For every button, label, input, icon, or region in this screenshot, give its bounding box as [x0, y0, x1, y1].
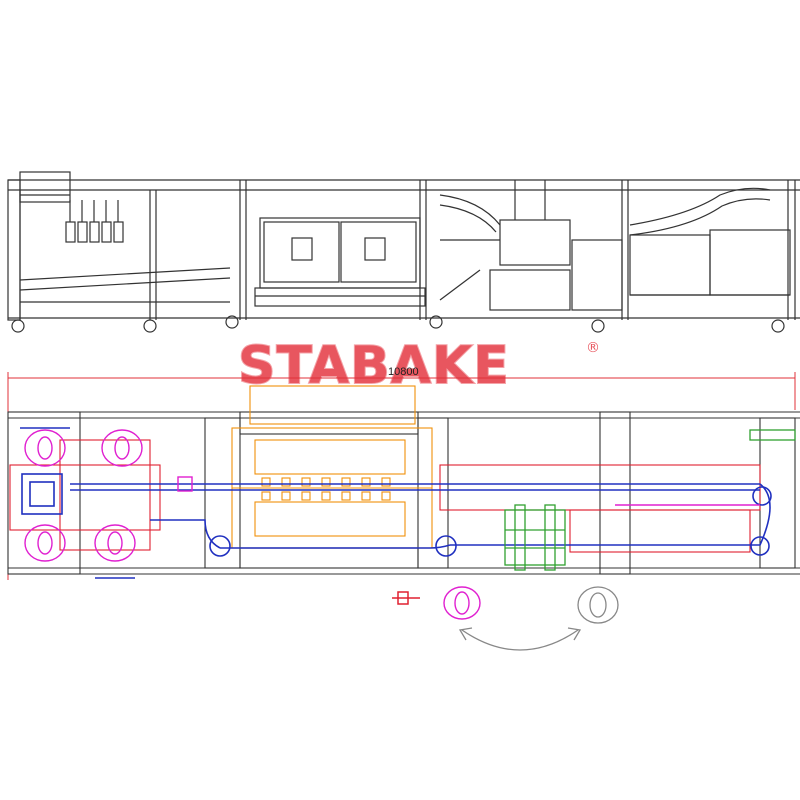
conveyor-chain-path: [20, 427, 772, 579]
brand-name: STABAKE: [238, 336, 510, 396]
transfer-gripper: [392, 591, 420, 605]
operator-figure-icon: [24, 429, 66, 467]
oven-chamber-plan: [231, 385, 433, 549]
cooler-box: [499, 219, 571, 266]
overall-length-label: 10800: [388, 366, 419, 378]
operator-figure-icon: [24, 524, 66, 562]
cooler-transfer-unit: [504, 429, 796, 571]
oven-control-box-2: [364, 237, 386, 261]
brand-watermark: STABAKE ®: [237, 335, 600, 397]
oven-housing: [259, 217, 421, 289]
elevation-view: [7, 171, 800, 333]
operator-figure-icon: [101, 429, 143, 467]
support-wheels: [11, 315, 785, 333]
left-infeed-outline: [9, 464, 161, 531]
oven-burners: [261, 477, 391, 501]
registered-trademark-icon: ®: [586, 340, 600, 356]
oven-control-box-1: [291, 237, 313, 261]
operator-figure-icon: [577, 586, 619, 624]
control-panel-icon: [21, 473, 63, 515]
operator-figure-icon: [443, 586, 481, 620]
plan-view: [7, 385, 800, 651]
curved-double-arrow-icon: [461, 629, 579, 651]
hanging-pans-left: [65, 200, 124, 243]
operator-figure-icon: [94, 524, 136, 562]
left-drive-unit: [19, 171, 71, 203]
